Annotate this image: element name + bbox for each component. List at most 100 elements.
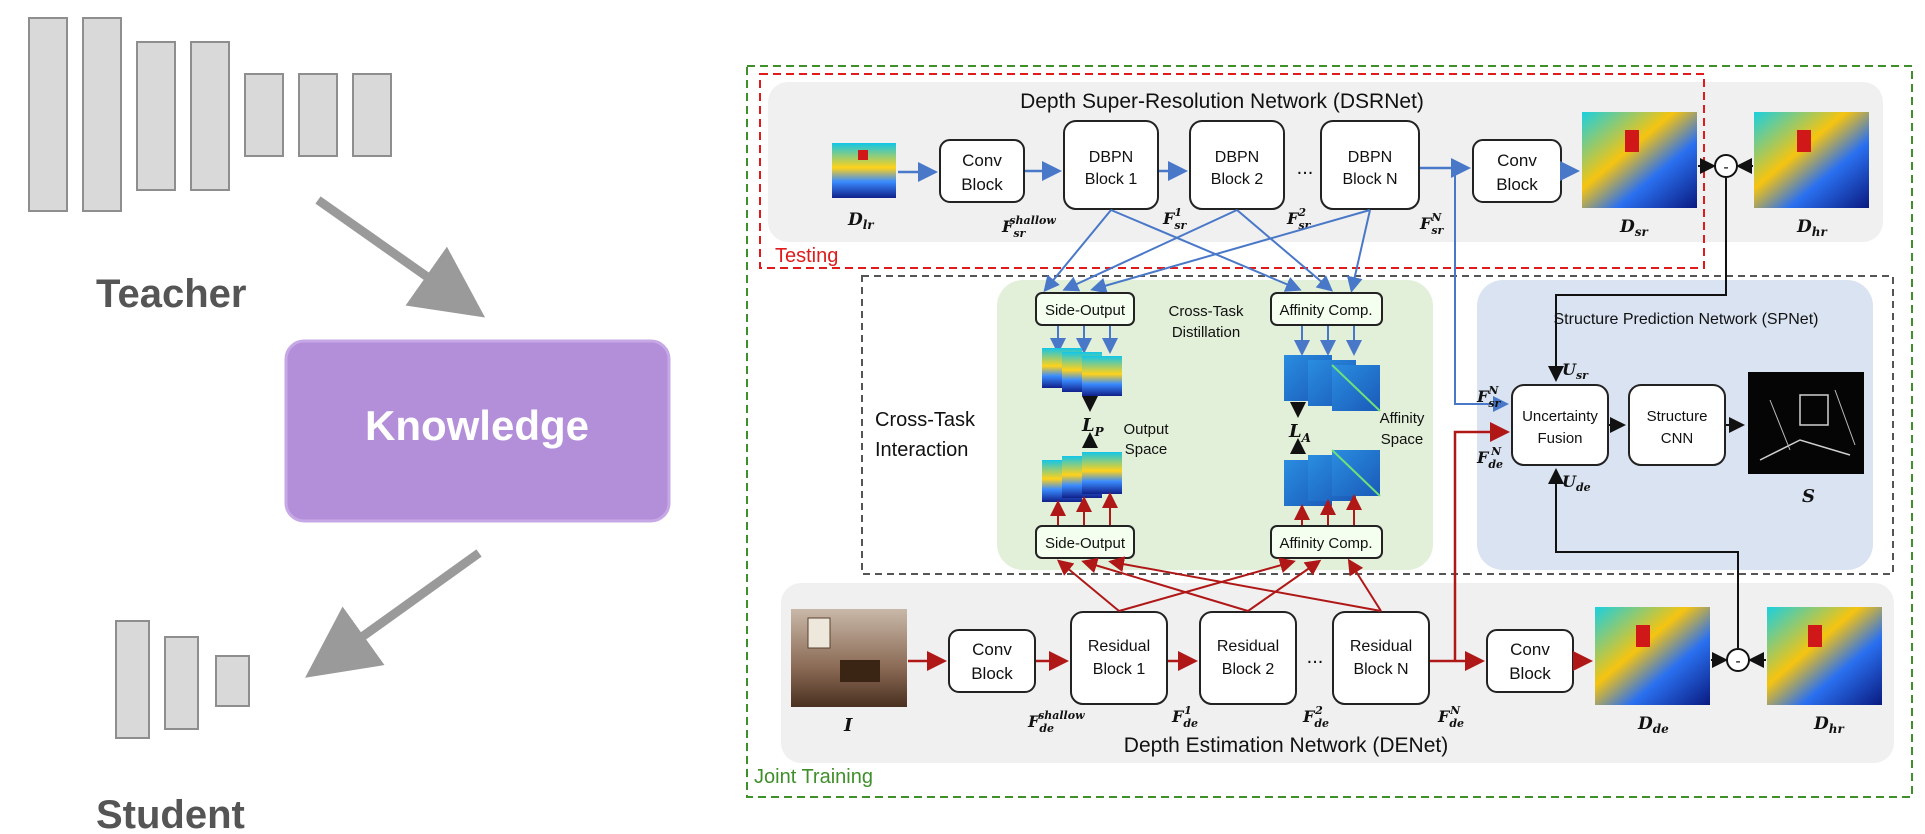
de-input-label: I xyxy=(843,715,853,736)
student-label: Student xyxy=(96,793,245,834)
f-de-n-label: FdeN xyxy=(1437,704,1464,730)
dsr-to-crosstask-arrows xyxy=(1043,168,1509,412)
dbpn2-line1: DBPN xyxy=(1215,149,1259,166)
de-minus-to-fusion-arrow xyxy=(1548,468,1739,648)
f-sr-shallow-label: Fsrshallow xyxy=(1001,214,1056,240)
affinity-space-line1: Affinity xyxy=(1380,410,1425,427)
de-output-label: Dde xyxy=(1637,714,1669,736)
dsr-conv-block xyxy=(939,139,1025,203)
joint-training-frame xyxy=(746,65,1913,798)
de-to-crosstask-arrows xyxy=(1056,556,1382,612)
knowledge-box xyxy=(284,339,671,523)
dsr-output-label: Dsr xyxy=(1619,217,1650,239)
student-network-bars xyxy=(115,620,250,739)
side-output-bottom-arrows xyxy=(1050,492,1362,525)
dsr-minus-to-fusion-arrow xyxy=(1548,178,1727,382)
dsrnet-title: Depth Super-Resolution Network (DSRNet) xyxy=(1020,90,1424,113)
teacher-label: Teacher xyxy=(96,272,246,316)
fusion-line1: Uncertainty xyxy=(1522,408,1598,425)
distillation-line1: Cross-Task xyxy=(1168,303,1244,320)
de-hr-image xyxy=(1767,607,1882,705)
dbpn-block-n xyxy=(1320,120,1420,210)
res1-line1: Residual xyxy=(1088,638,1150,655)
f-de-shallow-label: Fdeshallow xyxy=(1027,709,1085,735)
cross-task-interaction-line1: Cross-Task xyxy=(875,409,976,431)
side-output-top xyxy=(1035,292,1135,326)
cross-task-interaction-line2: Interaction xyxy=(875,439,968,461)
de-conv-line1: Conv xyxy=(972,640,1012,659)
dbpn-block-2 xyxy=(1189,120,1285,210)
cnn-line1: Structure xyxy=(1647,408,1708,425)
knowledge-to-student-arrow xyxy=(305,549,482,678)
residual-block-1 xyxy=(1070,611,1168,705)
de-conv2-line2: Block xyxy=(1509,664,1551,683)
fusion-line2: Fusion xyxy=(1537,430,1582,447)
f-de-1-label: Fde1 xyxy=(1171,704,1198,730)
cnn-line2: CNN xyxy=(1661,430,1694,447)
structure-cnn-block xyxy=(1628,384,1726,466)
u-de-label: Ude xyxy=(1562,472,1591,494)
dsr-subtract-sign: - xyxy=(1723,159,1728,176)
dbpnN-line1: DBPN xyxy=(1348,149,1392,166)
affinity-space-maps-bottom xyxy=(1284,449,1381,506)
u-sr-label: Usr xyxy=(1562,360,1589,382)
la-label: LA xyxy=(1288,421,1311,445)
dsr-conv-line2: Block xyxy=(961,175,1003,194)
denet-title: Depth Estimation Network (DENet) xyxy=(1124,734,1448,757)
resN-line2: Block N xyxy=(1353,661,1408,678)
f-de-2-label: Fde2 xyxy=(1302,704,1329,730)
arrow-resN-to-fusion xyxy=(1453,422,1510,661)
f-de-n-fusion-label: FdeN xyxy=(1476,445,1503,471)
dbpnN-line2: Block N xyxy=(1342,171,1397,188)
spnet-title: Structure Prediction Network (SPNet) xyxy=(1554,311,1819,328)
dsr-conv2-line1: Conv xyxy=(1497,151,1537,170)
side-output-top-label: Side-Output xyxy=(1045,302,1126,319)
output-space-maps-bottom xyxy=(1042,452,1122,502)
uncertainty-fusion-block xyxy=(1511,384,1609,466)
joint-training-label: Joint Training xyxy=(754,766,873,788)
dbpn1-line1: DBPN xyxy=(1089,149,1133,166)
structure-output-image xyxy=(1748,372,1864,474)
dsr-hr-image xyxy=(1754,112,1869,208)
de-conv-line2: Block xyxy=(971,664,1013,683)
dsr-input-image xyxy=(832,143,896,198)
teacher-network-bars xyxy=(28,17,392,212)
residual-block-2 xyxy=(1199,611,1297,705)
de-hr-label: Dhr xyxy=(1813,714,1845,736)
f-sr-1-label: Fsr1 xyxy=(1162,206,1188,232)
dsr-input-label: Dlr xyxy=(847,210,875,232)
distillation-line2: Distillation xyxy=(1172,324,1240,341)
de-subtract-sign: - xyxy=(1735,653,1740,670)
dbpn2-line2: Block 2 xyxy=(1211,171,1264,188)
dbpn1-line2: Block 1 xyxy=(1085,171,1138,188)
knowledge-label: Knowledge xyxy=(365,402,589,449)
dsr-ellipsis: ... xyxy=(1297,157,1314,179)
dsr-conv2-line2: Block xyxy=(1496,175,1538,194)
affinity-space-maps-top xyxy=(1284,355,1381,412)
f-sr-n-label: FsrN xyxy=(1419,211,1445,237)
f-sr-n-fusion-label: FsrN xyxy=(1476,384,1502,410)
side-output-top-arrows xyxy=(1050,326,1362,356)
side-output-bottom-label: Side-Output xyxy=(1045,535,1126,552)
de-conv-block xyxy=(948,629,1036,693)
affinity-space-line2: Space xyxy=(1381,431,1424,448)
de-ellipsis: ... xyxy=(1307,646,1324,668)
res2-line1: Residual xyxy=(1217,638,1279,655)
output-space-line1: Output xyxy=(1123,421,1169,438)
res2-line2: Block 2 xyxy=(1222,661,1275,678)
dsr-output-image xyxy=(1582,112,1697,208)
de-input-rgb-image xyxy=(791,609,907,707)
dsr-hr-label: Dhr xyxy=(1796,217,1828,239)
lp-label: LP xyxy=(1081,415,1105,439)
de-conv2-line1: Conv xyxy=(1510,640,1550,659)
de-output-image xyxy=(1595,607,1710,705)
dbpn-block-1 xyxy=(1063,120,1159,210)
cross-task-frame xyxy=(861,275,1894,575)
affinity-comp-top-label: Affinity Comp. xyxy=(1279,302,1372,319)
affinity-comp-bottom xyxy=(1270,525,1383,559)
affinity-comp-top xyxy=(1270,292,1383,326)
resN-line1: Residual xyxy=(1350,638,1412,655)
teacher-to-knowledge-arrow xyxy=(315,196,486,318)
residual-block-n xyxy=(1332,611,1430,705)
